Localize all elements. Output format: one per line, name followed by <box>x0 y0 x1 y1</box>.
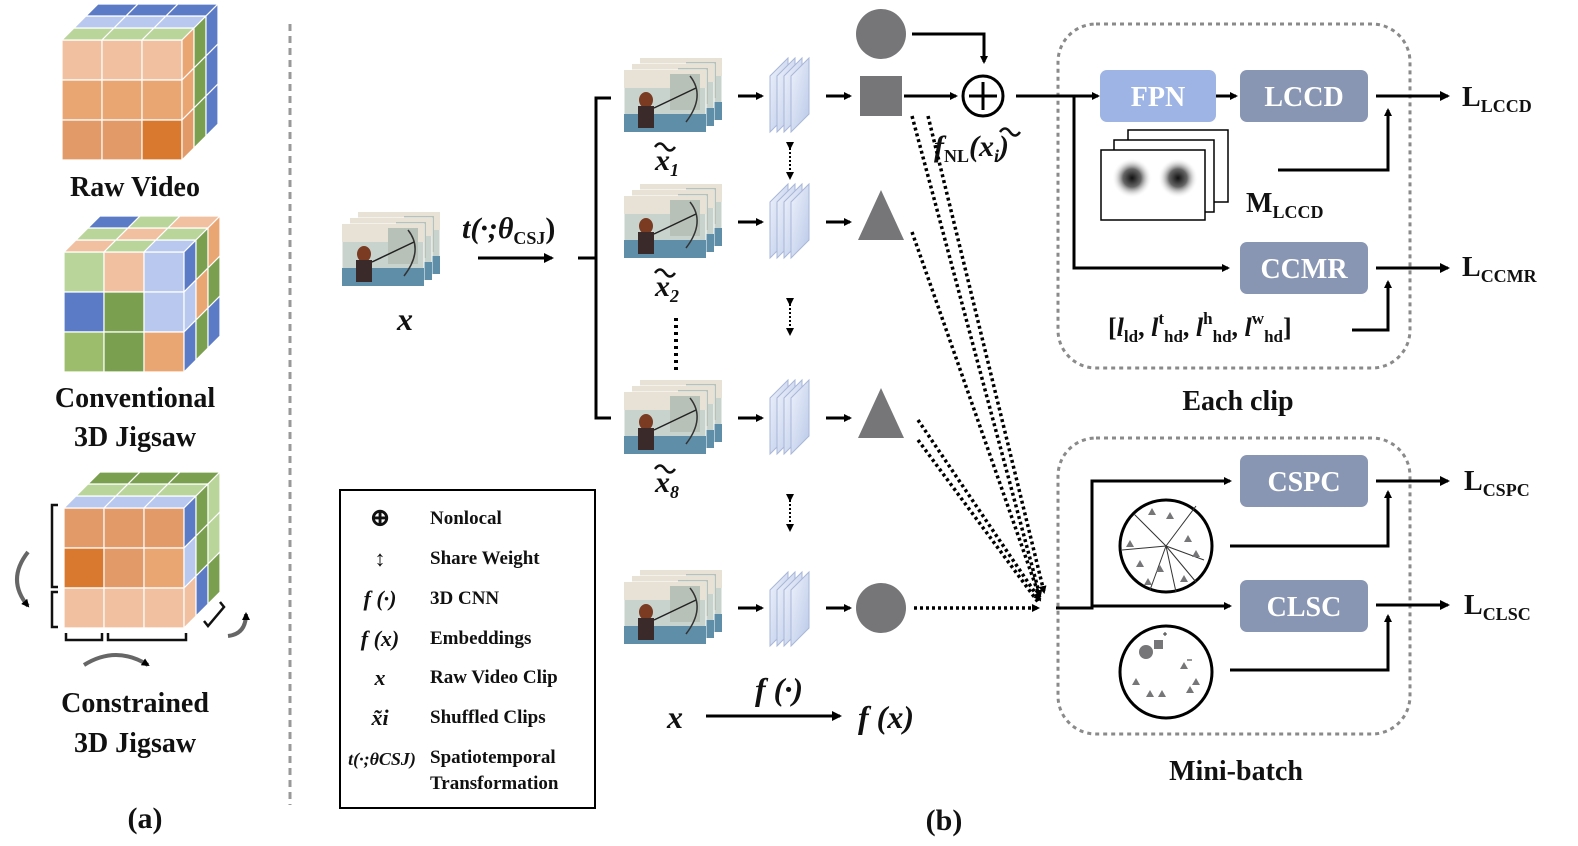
legend-text: Shuffled Clips <box>430 707 546 728</box>
constrained-jigsaw-label: Constrained <box>61 688 209 719</box>
legend-text: Embeddings <box>430 628 531 649</box>
svg-text:CCMR: CCMR <box>1260 254 1348 285</box>
legend-symbol: x̃i <box>370 705 389 730</box>
svg-text:LCCD: LCCD <box>1264 82 1343 113</box>
eq-fx: f (x) <box>858 699 914 735</box>
clip-label-8: x8 <box>654 466 679 502</box>
input-var-x: x <box>396 301 413 337</box>
legend-symbol: x <box>374 665 386 690</box>
transform-label: t(·;θCSJ) <box>462 212 555 248</box>
embedding-square <box>860 76 902 116</box>
svg-text:CSPC: CSPC <box>1267 467 1340 498</box>
legend-symbol: ↕ <box>375 546 386 571</box>
legend-text: Share Weight <box>430 548 540 569</box>
cspc-embedding-space <box>1118 498 1214 594</box>
cnn-block-raw <box>769 571 810 647</box>
lccd-module: LCCD <box>1240 70 1368 122</box>
raw-video-label: Raw Video <box>70 172 200 203</box>
svg-text:CLSC: CLSC <box>1267 592 1342 623</box>
legend-symbol: t(·;θCSJ) <box>348 749 416 770</box>
embedding-triangle-2 <box>858 190 904 240</box>
fnl-tilde <box>998 127 1022 137</box>
cnn-block-1 <box>769 57 810 133</box>
cspc-module: CSPC <box>1240 455 1368 507</box>
shuffled-clip-1 <box>624 58 722 132</box>
eq-f: f (·) <box>755 671 803 707</box>
cspc-space-arrow <box>1230 490 1392 548</box>
circle-to-nonlocal-arrow <box>912 32 988 64</box>
clip-label-1: x1 <box>654 144 679 180</box>
embedding-circle-top <box>856 9 906 59</box>
clip-labels: x1 x2 x8 <box>654 144 679 502</box>
loss-clsc: LCLSC <box>1464 590 1531 624</box>
legend-symbol: ⊕ <box>369 503 391 532</box>
constrained-jigsaw-label-2: 3D Jigsaw <box>74 728 197 759</box>
clip-label-2: x2 <box>654 270 679 306</box>
legend: ⊕ Nonlocal ↕ Share Weight f (·) 3D CNN f (x) Em… <box>339 489 596 809</box>
fpn-module: FPN <box>1100 70 1216 122</box>
mini-batch-group <box>1056 436 1412 736</box>
nonlocal-op <box>961 74 1005 118</box>
fnl-label: fNL(xi) <box>934 130 1009 166</box>
svg-text:FPN: FPN <box>1131 82 1185 113</box>
eq-x: x <box>666 699 683 735</box>
to-cspc-arrow <box>1056 477 1232 610</box>
mini-batch-title: Mini-batch <box>1169 756 1303 787</box>
conventional-jigsaw-label: Conventional <box>55 383 215 414</box>
cnn-to-embed-arrows <box>826 92 852 612</box>
clsc-embedding-space <box>1118 624 1214 720</box>
jigsaw-cubes <box>60 2 222 630</box>
loss-cspc: LCSPC <box>1464 466 1530 500</box>
embedding-triangle-8 <box>858 388 904 438</box>
mask-label: MLCCD <box>1246 188 1323 222</box>
legend-text: Nonlocal <box>430 508 502 529</box>
each-clip-group <box>1056 22 1412 370</box>
shuffled-clip-2 <box>624 184 722 258</box>
loss-lccd: LLCCD <box>1462 82 1532 116</box>
legend-text: Spatiotemporal <box>430 747 556 768</box>
raw-clip <box>624 570 722 644</box>
conventional-jigsaw-label-2: 3D Jigsaw <box>74 422 197 453</box>
constraint-brackets <box>50 503 226 642</box>
ccmr-inputs: [lld, lthd, lhhd, lwhd] <box>1108 309 1292 346</box>
to-minibatch-dotted <box>910 115 1047 612</box>
panel-a-label: (a) <box>128 802 163 835</box>
legend-text: Raw Video Clip <box>430 667 558 688</box>
each-clip-title: Each clip <box>1182 386 1293 417</box>
clsc-module: CLSC <box>1240 580 1368 632</box>
legend-text-2: Transformation <box>430 773 559 794</box>
cnn-block-8 <box>769 379 810 455</box>
mask-stack <box>1100 129 1229 221</box>
rotation-arrows <box>15 550 250 667</box>
clsc-space-arrow <box>1230 614 1392 672</box>
clip-to-cnn-arrows <box>738 92 764 612</box>
ccmr-module: CCMR <box>1240 242 1368 294</box>
branch-bracket <box>578 96 611 420</box>
ccmr-inputs-arrow <box>1352 280 1392 332</box>
legend-symbol: f (x) <box>361 626 399 651</box>
mask-to-lccd-arrow <box>1278 108 1392 172</box>
loss-ccmr: LCCMR <box>1462 252 1538 286</box>
shuffled-clip-8 <box>624 380 722 454</box>
legend-text: 3D CNN <box>430 588 499 609</box>
input-video-clip <box>342 212 440 286</box>
nonlocal-to-ccmr-arrow <box>1072 96 1230 272</box>
embedding-circle-raw <box>856 583 906 633</box>
panel-b-label: (b) <box>926 804 963 837</box>
tilde-marks <box>653 142 677 474</box>
legend-symbol: f (·) <box>364 586 397 611</box>
cnn-block-2 <box>769 183 810 259</box>
